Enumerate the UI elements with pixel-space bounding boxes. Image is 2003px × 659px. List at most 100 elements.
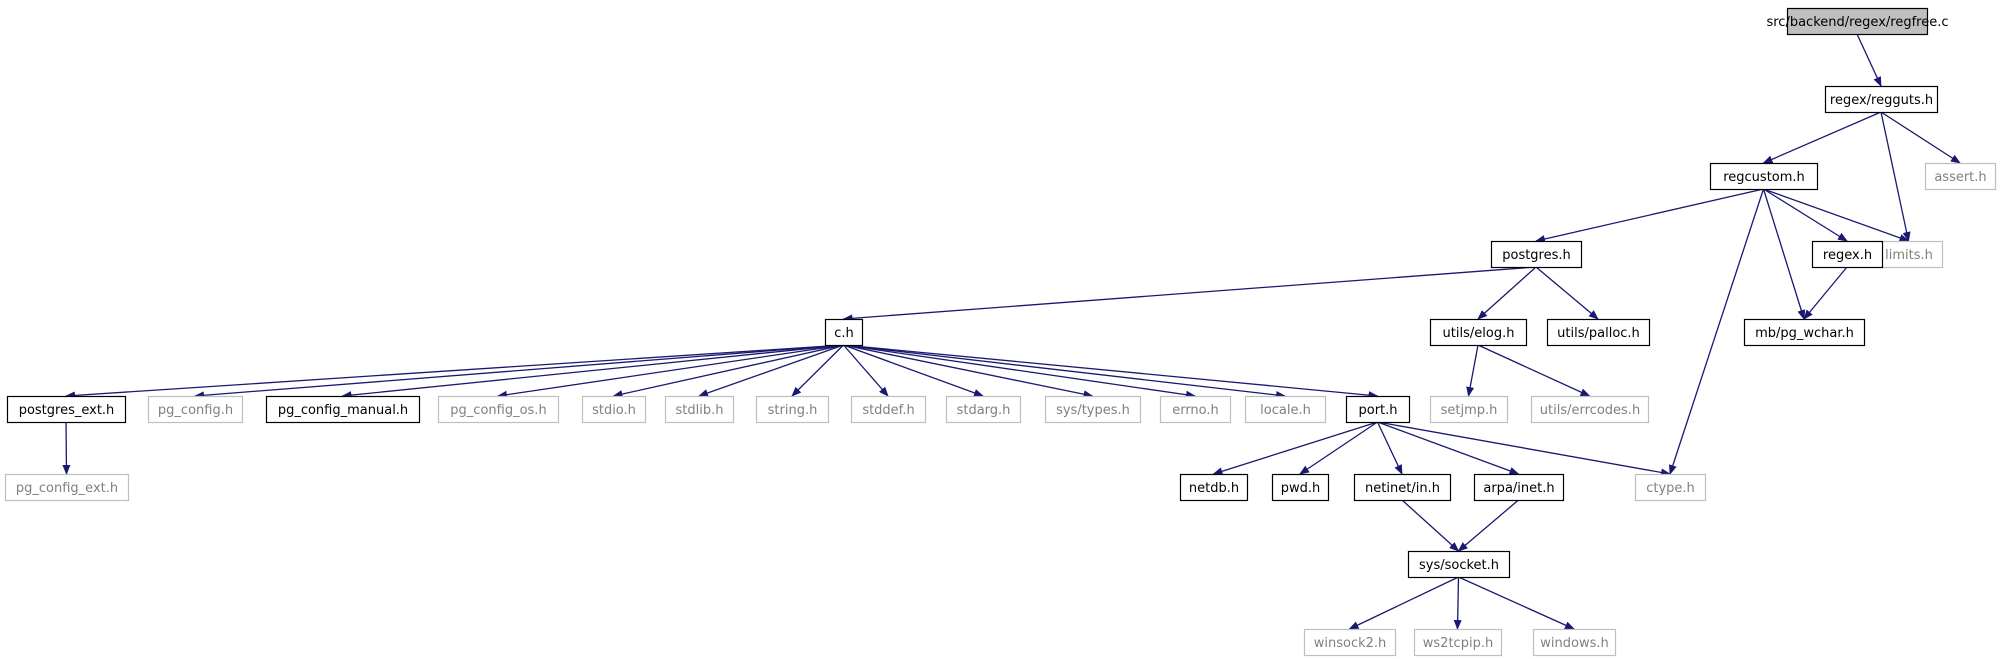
node-postgres[interactable]: postgres.h bbox=[1490, 240, 1583, 269]
node-errcodes: utils/errcodes.h bbox=[1530, 395, 1650, 424]
node-pg_config: pg_config.h bbox=[147, 395, 244, 424]
node-limits: limits.h bbox=[1874, 240, 1944, 269]
node-regfree[interactable]: src/backend/regex/regfree.c bbox=[1766, 7, 1949, 36]
node-box-pgwchar bbox=[1743, 318, 1866, 347]
node-stddef: stddef.h bbox=[850, 395, 927, 424]
node-box-windows bbox=[1532, 628, 1617, 657]
node-box-assert bbox=[1924, 162, 1997, 191]
edge-ch-to-pg_config bbox=[194, 344, 844, 400]
node-box-ch bbox=[824, 318, 864, 347]
node-box-netinet bbox=[1353, 473, 1452, 502]
node-label-stdarg: stdarg.h bbox=[957, 403, 1011, 418]
node-box-pwd bbox=[1271, 473, 1330, 502]
node-pg_config_manual[interactable]: pg_config_manual.h bbox=[265, 395, 421, 424]
edge-regfree-to-regguts bbox=[1856, 33, 1882, 87]
node-regguts[interactable]: regex/regguts.h bbox=[1824, 85, 1939, 114]
node-box-stdio bbox=[581, 395, 647, 424]
node-box-regex bbox=[1811, 240, 1884, 269]
edge-ch-to-pg_config_os bbox=[497, 344, 844, 399]
edge-regcustom-to-limits bbox=[1763, 188, 1910, 242]
node-ws2tcpip: ws2tcpip.h bbox=[1413, 628, 1503, 657]
node-label-arpainet: arpa/inet.h bbox=[1483, 481, 1554, 496]
node-arpainet[interactable]: arpa/inet.h bbox=[1473, 473, 1565, 502]
node-label-stdlib: stdlib.h bbox=[676, 403, 724, 418]
node-label-setjmp: setjmp.h bbox=[1441, 403, 1498, 418]
node-label-locale: locale.h bbox=[1260, 403, 1311, 418]
node-label-stddef: stddef.h bbox=[862, 403, 914, 418]
edge-regcustom-to-postgres bbox=[1535, 188, 1764, 243]
node-label-regcustom: regcustom.h bbox=[1723, 170, 1805, 185]
edge-syssocket-to-ws2tcpip bbox=[1453, 576, 1462, 630]
node-palloc[interactable]: utils/palloc.h bbox=[1546, 318, 1651, 347]
node-label-postgres_ext: postgres_ext.h bbox=[19, 403, 115, 418]
node-label-pg_config_manual: pg_config_manual.h bbox=[278, 403, 408, 418]
edge-regcustom-to-pgwchar bbox=[1762, 188, 1806, 320]
edge-porth-to-netinet bbox=[1376, 421, 1403, 475]
node-label-pgwchar: mb/pg_wchar.h bbox=[1755, 326, 1854, 341]
node-box-regcustom bbox=[1709, 162, 1819, 191]
node-box-locale bbox=[1244, 395, 1327, 424]
node-errno: errno.h bbox=[1159, 395, 1232, 424]
node-label-syssocket: sys/socket.h bbox=[1419, 558, 1499, 573]
edge-syssocket-to-winsock2 bbox=[1348, 576, 1459, 630]
edge-ch-to-stdarg bbox=[843, 344, 984, 397]
node-string: string.h bbox=[755, 395, 830, 424]
node-box-errno bbox=[1159, 395, 1232, 424]
node-porth[interactable]: port.h bbox=[1345, 395, 1411, 424]
node-syssocket[interactable]: sys/socket.h bbox=[1407, 550, 1511, 579]
node-label-limits: limits.h bbox=[1885, 248, 1933, 263]
edge-syssocket-to-windows bbox=[1458, 576, 1575, 630]
node-postgres_ext[interactable]: postgres_ext.h bbox=[6, 395, 127, 424]
node-setjmp: setjmp.h bbox=[1429, 395, 1509, 424]
node-label-regex: regex.h bbox=[1823, 248, 1872, 263]
node-ch[interactable]: c.h bbox=[824, 318, 864, 347]
edges bbox=[62, 33, 1961, 630]
node-label-ch: c.h bbox=[834, 326, 854, 341]
node-elog[interactable]: utils/elog.h bbox=[1429, 318, 1528, 347]
node-netinet[interactable]: netinet/in.h bbox=[1353, 473, 1452, 502]
edge-regex-to-pgwchar bbox=[1803, 266, 1848, 320]
edge-ch-to-errno bbox=[843, 344, 1196, 399]
node-label-ws2tcpip: ws2tcpip.h bbox=[1423, 636, 1493, 651]
node-box-netdb bbox=[1179, 473, 1249, 502]
node-label-palloc: utils/palloc.h bbox=[1557, 326, 1640, 341]
node-stdio: stdio.h bbox=[581, 395, 647, 424]
edge-porth-to-pwd bbox=[1299, 421, 1378, 475]
node-assert: assert.h bbox=[1924, 162, 1997, 191]
node-box-regguts bbox=[1824, 85, 1939, 114]
node-stdlib: stdlib.h bbox=[664, 395, 735, 424]
node-pgwchar[interactable]: mb/pg_wchar.h bbox=[1743, 318, 1866, 347]
node-winsock2: winsock2.h bbox=[1303, 628, 1397, 657]
edge-ch-to-stdio bbox=[612, 344, 844, 398]
node-label-pg_config_os: pg_config_os.h bbox=[450, 403, 546, 418]
edge-postgres-to-ch bbox=[842, 266, 1537, 323]
node-stdarg: stdarg.h bbox=[945, 395, 1022, 424]
node-box-ctype bbox=[1634, 473, 1707, 502]
node-box-palloc bbox=[1546, 318, 1651, 347]
node-regcustom[interactable]: regcustom.h bbox=[1709, 162, 1819, 191]
node-box-postgres_ext bbox=[6, 395, 127, 424]
edge-ch-to-pg_config_manual bbox=[341, 344, 844, 400]
edge-elog-to-setjmp bbox=[1466, 344, 1479, 397]
node-label-pg_config: pg_config.h bbox=[158, 403, 233, 418]
node-label-ctype: ctype.h bbox=[1646, 481, 1695, 496]
node-label-regguts: regex/regguts.h bbox=[1830, 93, 1933, 108]
node-label-pwd: pwd.h bbox=[1281, 481, 1321, 496]
edge-porth-to-netdb bbox=[1212, 421, 1378, 476]
node-label-porth: port.h bbox=[1358, 403, 1397, 418]
edge-regcustom-to-regex bbox=[1763, 188, 1848, 242]
edge-porth-to-arpainet bbox=[1377, 421, 1520, 475]
node-box-arpainet bbox=[1473, 473, 1565, 502]
edge-regguts-to-regcustom bbox=[1762, 111, 1882, 164]
node-label-errno: errno.h bbox=[1172, 403, 1219, 418]
edge-porth-to-ctype bbox=[1377, 421, 1671, 477]
node-windows: windows.h bbox=[1532, 628, 1617, 657]
node-label-errcodes: utils/errcodes.h bbox=[1540, 403, 1640, 418]
edge-ch-to-porth bbox=[843, 344, 1379, 400]
node-netdb[interactable]: netdb.h bbox=[1179, 473, 1249, 502]
node-pwd[interactable]: pwd.h bbox=[1271, 473, 1330, 502]
node-systypes: sys/types.h bbox=[1044, 395, 1142, 424]
node-regex[interactable]: regex.h bbox=[1811, 240, 1884, 269]
edge-regcustom-to-ctype bbox=[1669, 188, 1765, 475]
